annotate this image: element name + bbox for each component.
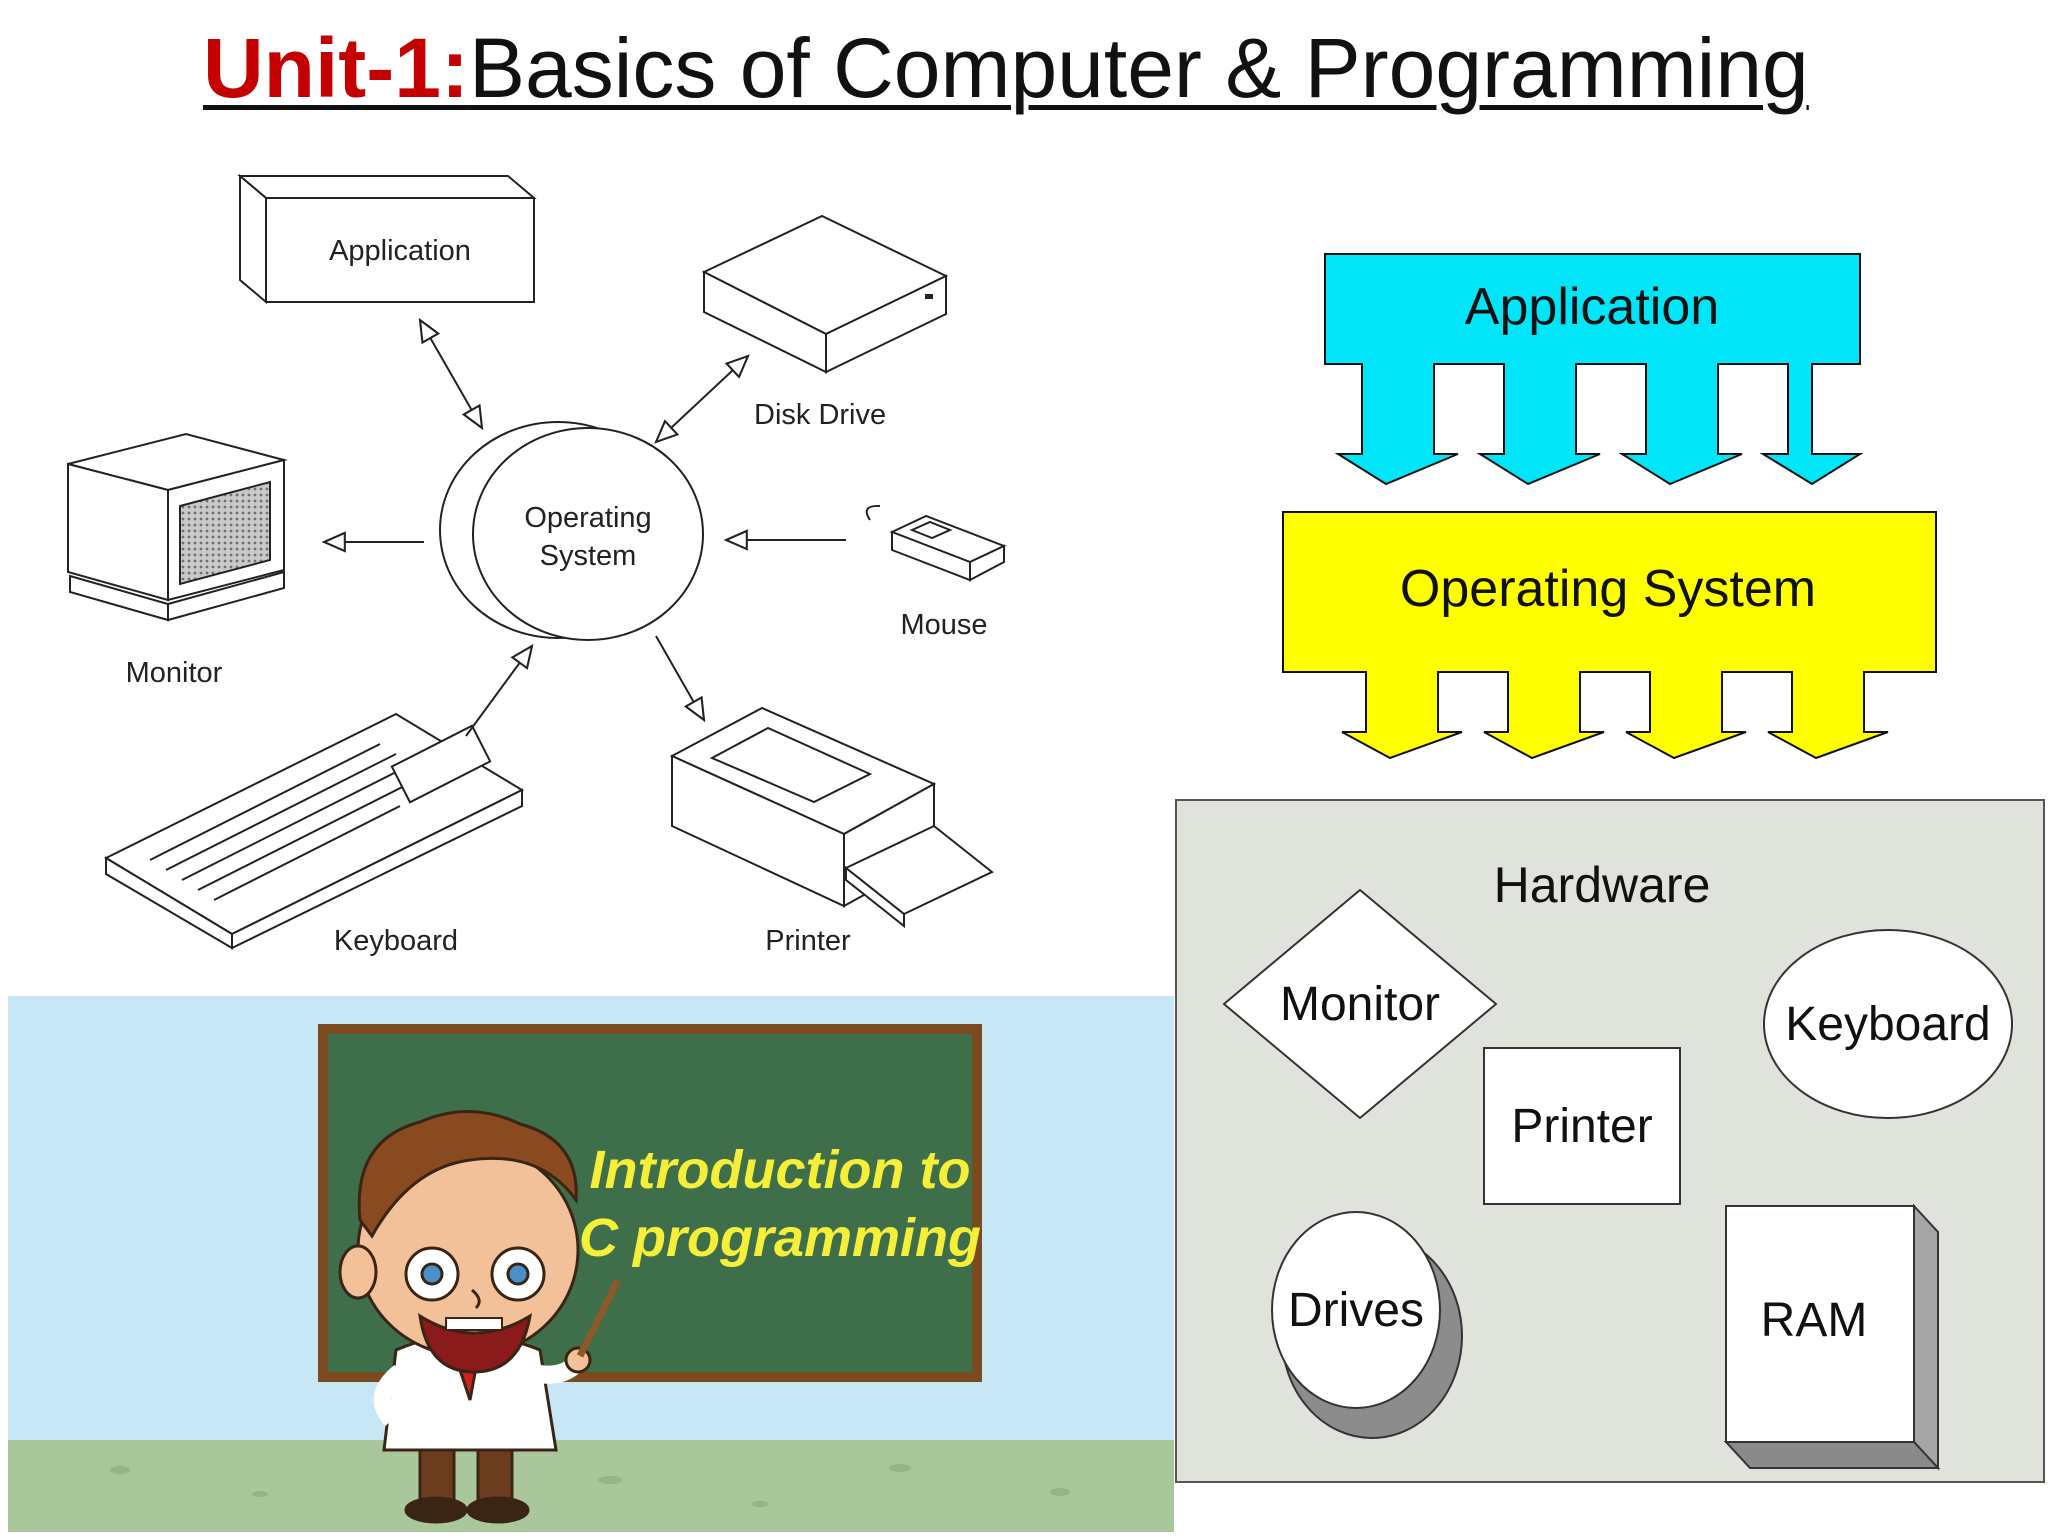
hardware-drives-cylinder: Drives [1271, 1211, 1463, 1439]
title-main-text: Basics of Computer & Programming [468, 21, 1809, 115]
keyboard-icon: Keyboard [103, 712, 525, 957]
arrow-os-disk-drive [654, 354, 750, 444]
left-monitor-label: Monitor [126, 657, 223, 689]
teacher-character-icon [338, 1110, 622, 1524]
os-arrows [321, 317, 846, 737]
disk-drive-icon: Disk Drive [701, 214, 949, 431]
hardware-label: Hardware [1494, 857, 1711, 913]
monitor-icon: Monitor [67, 432, 288, 689]
os-layer-label: Operating System [1400, 560, 1816, 618]
disk-drive-label: Disk Drive [754, 399, 886, 431]
arrow-keyboard-os [465, 643, 534, 737]
hardware-monitor-label: Monitor [1280, 978, 1440, 1031]
arrow-os-printer [655, 635, 706, 723]
board-line-2: C programming [579, 1208, 981, 1268]
left-application-label: Application [329, 235, 471, 267]
arrow-application-os [418, 317, 484, 431]
hardware-drives-label: Drives [1288, 1284, 1424, 1337]
hardware-ram-block: RAM [1723, 1203, 1941, 1471]
hardware-panel: Hardware Monitor Keyboard Printer Drives [1175, 799, 2045, 1483]
slide-title: Unit-1:Basics of Computer & Programming [0, 18, 2048, 118]
left-mouse-label: Mouse [900, 609, 987, 641]
slide-title-text: Unit-1:Basics of Computer & Programming [203, 18, 1809, 118]
application-layer: Application [1324, 253, 1864, 486]
app-layer-label: Application [1465, 278, 1719, 336]
application-box-icon: Application [237, 173, 537, 305]
hardware-ram-label: RAM [1761, 1294, 1868, 1347]
hardware-printer-box: Printer [1483, 1047, 1681, 1205]
chalkboard: Introduction to C programming [318, 1024, 982, 1382]
mouse-icon: Mouse [865, 504, 1007, 641]
operating-system-layer: Operating System [1282, 511, 1937, 760]
hardware-monitor-diamond: Monitor [1222, 888, 1498, 1120]
operating-system-disc-icon: Operating System [439, 421, 704, 641]
os-label-line2: System [540, 540, 637, 572]
c-programming-cartoon: Introduction to C programming [8, 996, 1174, 1532]
layer-block-diagram: Application Operating System Hardware Mo… [1175, 253, 2045, 1483]
left-keyboard-label: Keyboard [334, 925, 458, 957]
os-lineart-diagram: Operating System Application Disk Drive [67, 173, 1007, 957]
os-label-line1: Operating [524, 502, 651, 534]
left-printer-label: Printer [765, 925, 851, 957]
hardware-keyboard-ellipse: Keyboard [1763, 929, 2013, 1119]
printer-icon: Printer [669, 706, 994, 957]
title-unit-label: Unit-1: [203, 21, 469, 115]
hardware-keyboard-label: Keyboard [1785, 998, 1990, 1051]
hardware-printer-label: Printer [1511, 1100, 1652, 1153]
board-line-1: Introduction to [590, 1140, 971, 1200]
